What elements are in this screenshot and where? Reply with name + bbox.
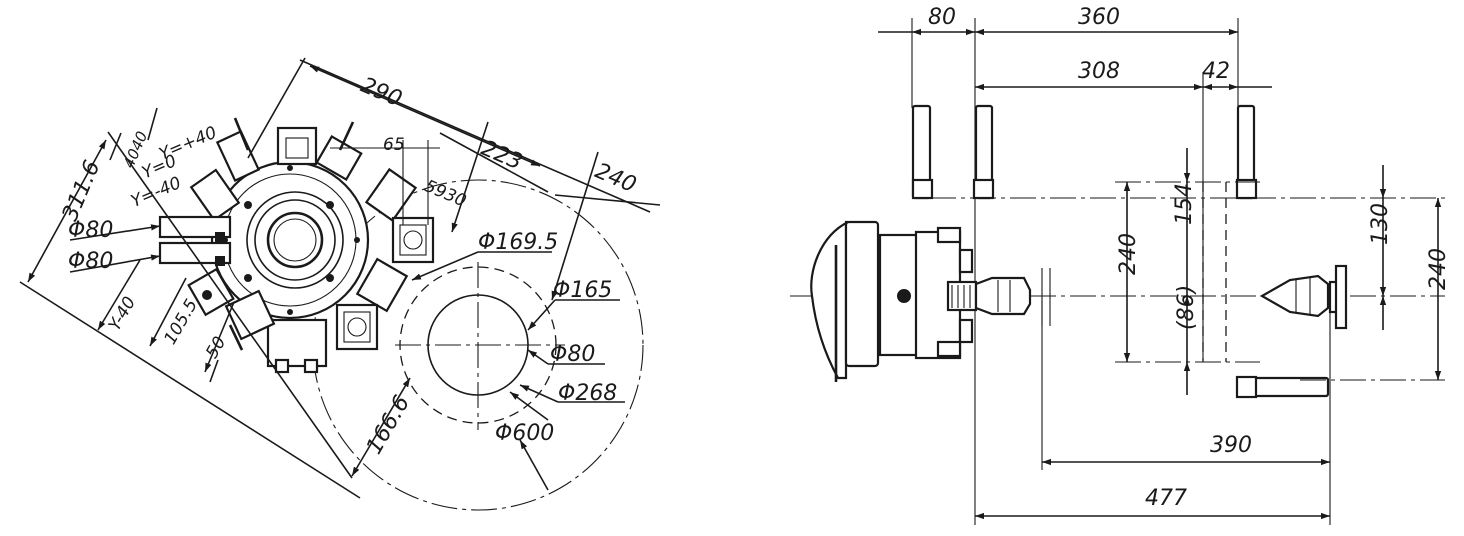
dim-50: 50 [202, 333, 230, 362]
dim-290: 290 [357, 73, 405, 112]
dim-86: (86) [1174, 285, 1199, 330]
dim-65: 65 [383, 135, 405, 155]
dim-240-diagonal: 240 [591, 159, 639, 198]
dim-diameter-268: Φ268 [558, 381, 617, 406]
dim-154: 154 [1172, 183, 1197, 225]
swing-circle-600 [312, 179, 644, 511]
dim-42: 42 [1202, 59, 1230, 84]
dim-240-right: 240 [1426, 248, 1451, 290]
dim-5930: 5930 [421, 176, 469, 211]
dim-166-6: 166.6 [362, 392, 415, 459]
turret-top-view: 290 65 223 240 5930 4040 Y=+40 Y=0 Y=-40… [19, 57, 661, 511]
dim-105-5: 105.5 [160, 296, 202, 348]
dim-360: 360 [1078, 5, 1120, 30]
turret-body [210, 160, 370, 320]
dim-diameter-80-c: Φ80 [550, 342, 595, 367]
dim-diameter-165: Φ165 [553, 278, 612, 303]
tailstock-chuck [1259, 264, 1348, 330]
dim-240-left: 240 [1116, 233, 1141, 275]
tool-holders [158, 117, 435, 374]
dim-477: 477 [1145, 486, 1187, 511]
dim-y-40: Y-40 [105, 293, 140, 334]
dim-diameter-600: Φ600 [495, 421, 554, 446]
dim-diameter-169-5: Φ169.5 [478, 230, 558, 255]
dim-diameter-80-b: Φ80 [68, 249, 113, 274]
dim-223: 223 [477, 136, 525, 175]
headstock [810, 220, 1051, 382]
dim-308: 308 [1078, 59, 1120, 84]
dim-diameter-80-a: Φ80 [68, 218, 113, 243]
lathe-side-view: 80 360 308 42 240 154 (86) [790, 5, 1451, 525]
dim-130: 130 [1368, 203, 1393, 245]
dim-80: 80 [928, 5, 956, 30]
dim-390: 390 [1210, 433, 1252, 458]
dim-311-6: 311.6 [58, 157, 106, 225]
